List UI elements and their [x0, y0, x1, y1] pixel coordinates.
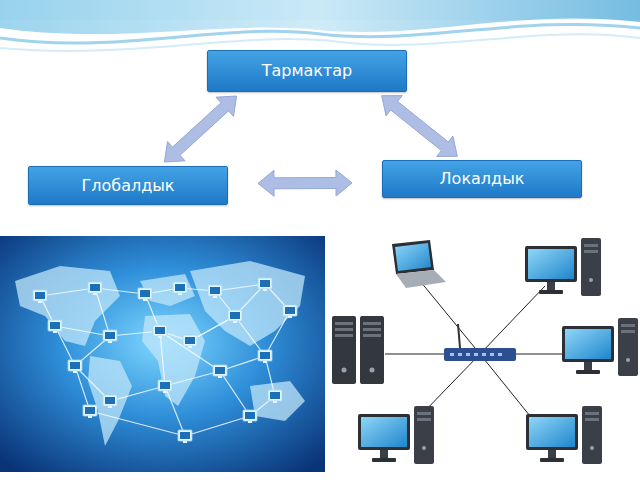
desktop-computer [526, 406, 602, 464]
continents-part [142, 314, 205, 406]
network-links-part [145, 294, 250, 416]
network-cables-part [480, 354, 530, 416]
box-label: Глобалдык [81, 176, 174, 195]
category-box: Тармактар [207, 50, 407, 92]
network-switch-part-part [474, 353, 478, 356]
double-arrow [382, 96, 458, 157]
computer-icons-part [103, 395, 117, 408]
computer-icons-part [153, 325, 167, 338]
laptop-part [395, 243, 431, 271]
network-switch-part-part [450, 353, 454, 356]
computer-icons-part [183, 335, 197, 348]
computer-icons-part [103, 330, 117, 343]
network-switch-part-part [458, 353, 462, 356]
network-switch-part [450, 353, 502, 356]
computer-icons-part [68, 360, 82, 373]
computer-icons-part [88, 282, 102, 295]
box-label: Локалдык [440, 169, 525, 188]
wave-fill [0, 0, 640, 34]
network-switch-part [444, 348, 516, 361]
network-links-part [160, 316, 275, 436]
continents-part [250, 381, 305, 421]
network-cables [385, 281, 565, 416]
computer-icons-part [83, 405, 97, 418]
double-arrow [164, 96, 236, 162]
continents-part [15, 266, 120, 346]
computer-icons [33, 278, 297, 443]
computer-icons-part [213, 365, 227, 378]
network-switch [444, 324, 516, 361]
network-switch-part-part [498, 353, 502, 356]
network-cables-part [480, 286, 545, 354]
laptop-part [392, 240, 434, 274]
server-tower [360, 316, 384, 384]
continents-part [88, 356, 132, 446]
computer-icons-part [243, 410, 257, 423]
computer-icons-part [268, 390, 282, 403]
computer-icons-part [33, 290, 47, 303]
desktop-computer [562, 318, 638, 376]
desktop-computer [358, 406, 434, 464]
category-box: Локалдык [382, 160, 582, 198]
desktop-computer [525, 238, 601, 296]
network-cables-part [420, 281, 480, 354]
continents [15, 261, 305, 446]
computer-icons-part [48, 320, 62, 333]
computer-icons-part [158, 380, 172, 393]
laptop-part [396, 270, 446, 288]
computer-icons-part [138, 288, 152, 301]
computer-icons-part [228, 310, 242, 323]
network-links-part [75, 288, 290, 401]
network-links [40, 284, 290, 436]
wave-line [0, 34, 640, 51]
picture-ground [330, 236, 640, 476]
computer-icons-part [208, 285, 222, 298]
local-network-picture [330, 236, 640, 476]
network-switch-part-part [490, 353, 494, 356]
box-label: Тармактар [262, 61, 353, 80]
computer-icons-part [173, 282, 187, 295]
global-network-picture [0, 236, 325, 472]
network-switch-part [458, 324, 460, 348]
network-switch-part-part [482, 353, 486, 356]
server-tower [332, 316, 356, 384]
network-switch-part-part [466, 353, 470, 356]
computer-icons-part [178, 430, 192, 443]
category-box: Глобалдык [28, 166, 228, 205]
network-links-part [55, 326, 185, 436]
laptop [392, 240, 446, 288]
computer-icons-part [258, 350, 272, 363]
computer-icons-part [283, 305, 297, 318]
computer-icons-part [258, 278, 272, 291]
double-arrow [258, 170, 352, 196]
map-ground [0, 236, 325, 472]
